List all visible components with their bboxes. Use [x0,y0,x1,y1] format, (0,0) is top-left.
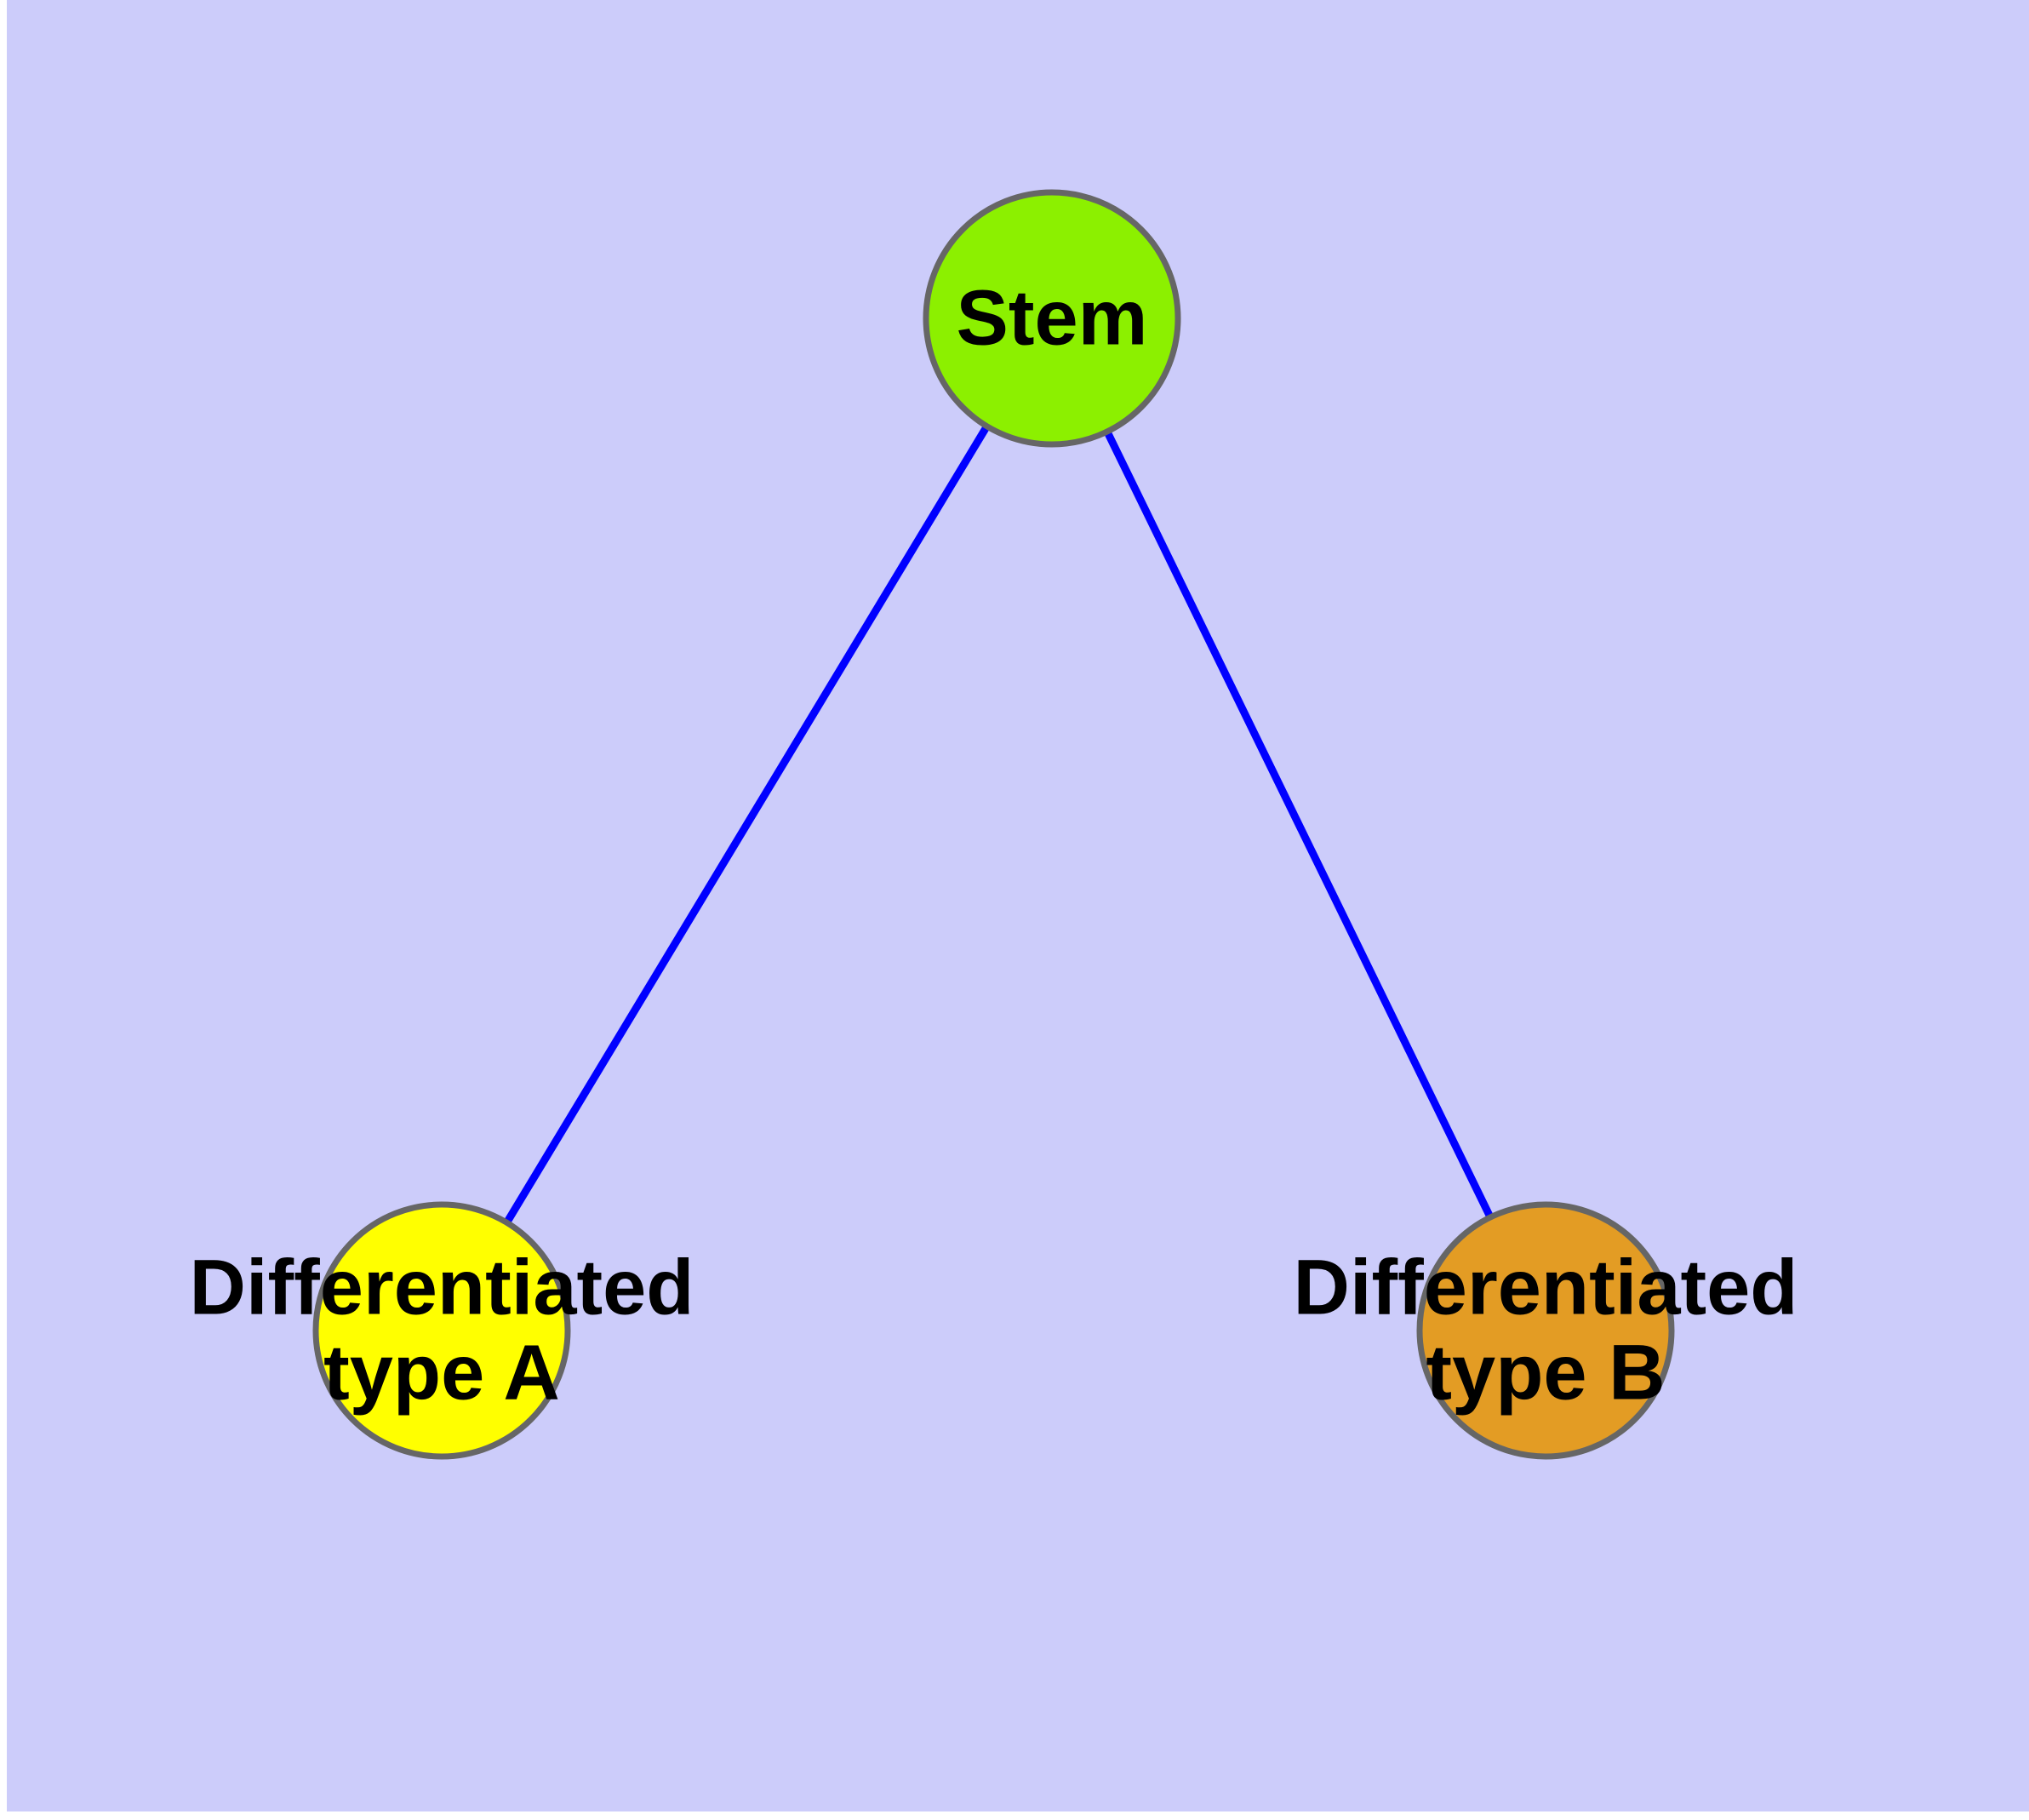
edge-group [505,426,1493,1223]
node-stem-label: Stem [957,274,1148,361]
node-group: Stem Differentiated type A Differentiate… [190,189,1798,1460]
node-differentiated-type-a-circle[interactable] [312,1201,571,1460]
node-differentiated-type-a[interactable]: Differentiated type A [190,1201,694,1460]
edge-stem-to-differentiated-type-a[interactable] [505,426,989,1223]
node-differentiated-type-b-label-line-2: type B [1426,1329,1665,1416]
node-differentiated-type-b-label-line-1: Differentiated [1294,1244,1798,1331]
node-differentiated-type-b-circle[interactable] [1416,1201,1675,1460]
node-differentiated-type-b[interactable]: Differentiated type B [1294,1201,1798,1460]
node-differentiated-type-a-label-line-1: Differentiated [190,1244,694,1331]
edge-stem-to-differentiated-type-b[interactable] [1105,432,1493,1217]
node-stem-circle[interactable] [923,189,1181,448]
node-stem[interactable]: Stem [923,189,1181,448]
node-differentiated-type-a-label-line-2: type A [323,1329,560,1416]
